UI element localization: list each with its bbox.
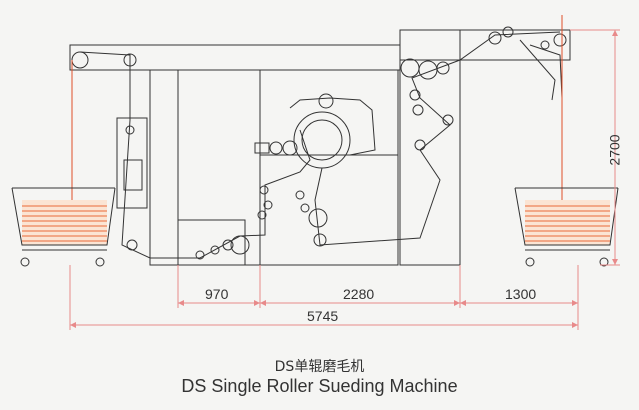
top-beam [69, 44, 401, 71]
control-box [116, 117, 148, 209]
pressure-roller-b [269, 141, 283, 155]
dimension-overall: 5745 [307, 308, 339, 324]
top-roller [318, 93, 334, 109]
guide-roller [414, 139, 426, 151]
guide-roller [295, 190, 305, 200]
lower-housing [259, 154, 399, 265]
caption-english: DS Single Roller Sueding Machine [181, 376, 458, 396]
guide-roller [313, 233, 327, 247]
left-fabric-trolley [11, 187, 116, 267]
roller-hood [289, 97, 376, 156]
guide-roller [502, 26, 514, 38]
guide-roller [257, 210, 267, 220]
guide-roller [210, 245, 220, 255]
right-fabric-trolley [514, 187, 619, 267]
drive-block [254, 142, 270, 154]
guide-roller [436, 61, 450, 75]
pressure-roller-a [282, 140, 298, 156]
guide-roller [71, 51, 89, 69]
right-top-frame [399, 29, 571, 61]
fabric-path [314, 31, 561, 246]
guide-roller [412, 104, 424, 116]
guide-roller [540, 40, 550, 50]
fabric-path [79, 51, 311, 259]
center-frame [177, 69, 399, 266]
caption-chinese: DS单辊磨毛机 [274, 359, 365, 375]
tension-arm [529, 44, 563, 99]
guide-roller [409, 89, 421, 101]
main-roller-hub [301, 119, 343, 161]
inner-panel [178, 219, 246, 265]
guide-roller [442, 114, 454, 126]
dimension-1300: 1300 [505, 286, 537, 302]
guide-roller [553, 33, 567, 47]
guide-roller [259, 185, 269, 195]
guide-roller [230, 235, 250, 255]
dimension-970: 970 [205, 286, 229, 302]
dimension-height: 2700 [606, 134, 623, 166]
tension-arm [519, 39, 556, 101]
guide-roller [300, 203, 310, 213]
guide-roller [400, 58, 420, 78]
guide-roller [195, 250, 205, 260]
control-panel-inner [123, 159, 143, 191]
right-frame [399, 29, 461, 266]
guide-roller [263, 200, 273, 210]
guide-roller [488, 31, 502, 45]
dimension-2280: 2280 [343, 286, 375, 302]
